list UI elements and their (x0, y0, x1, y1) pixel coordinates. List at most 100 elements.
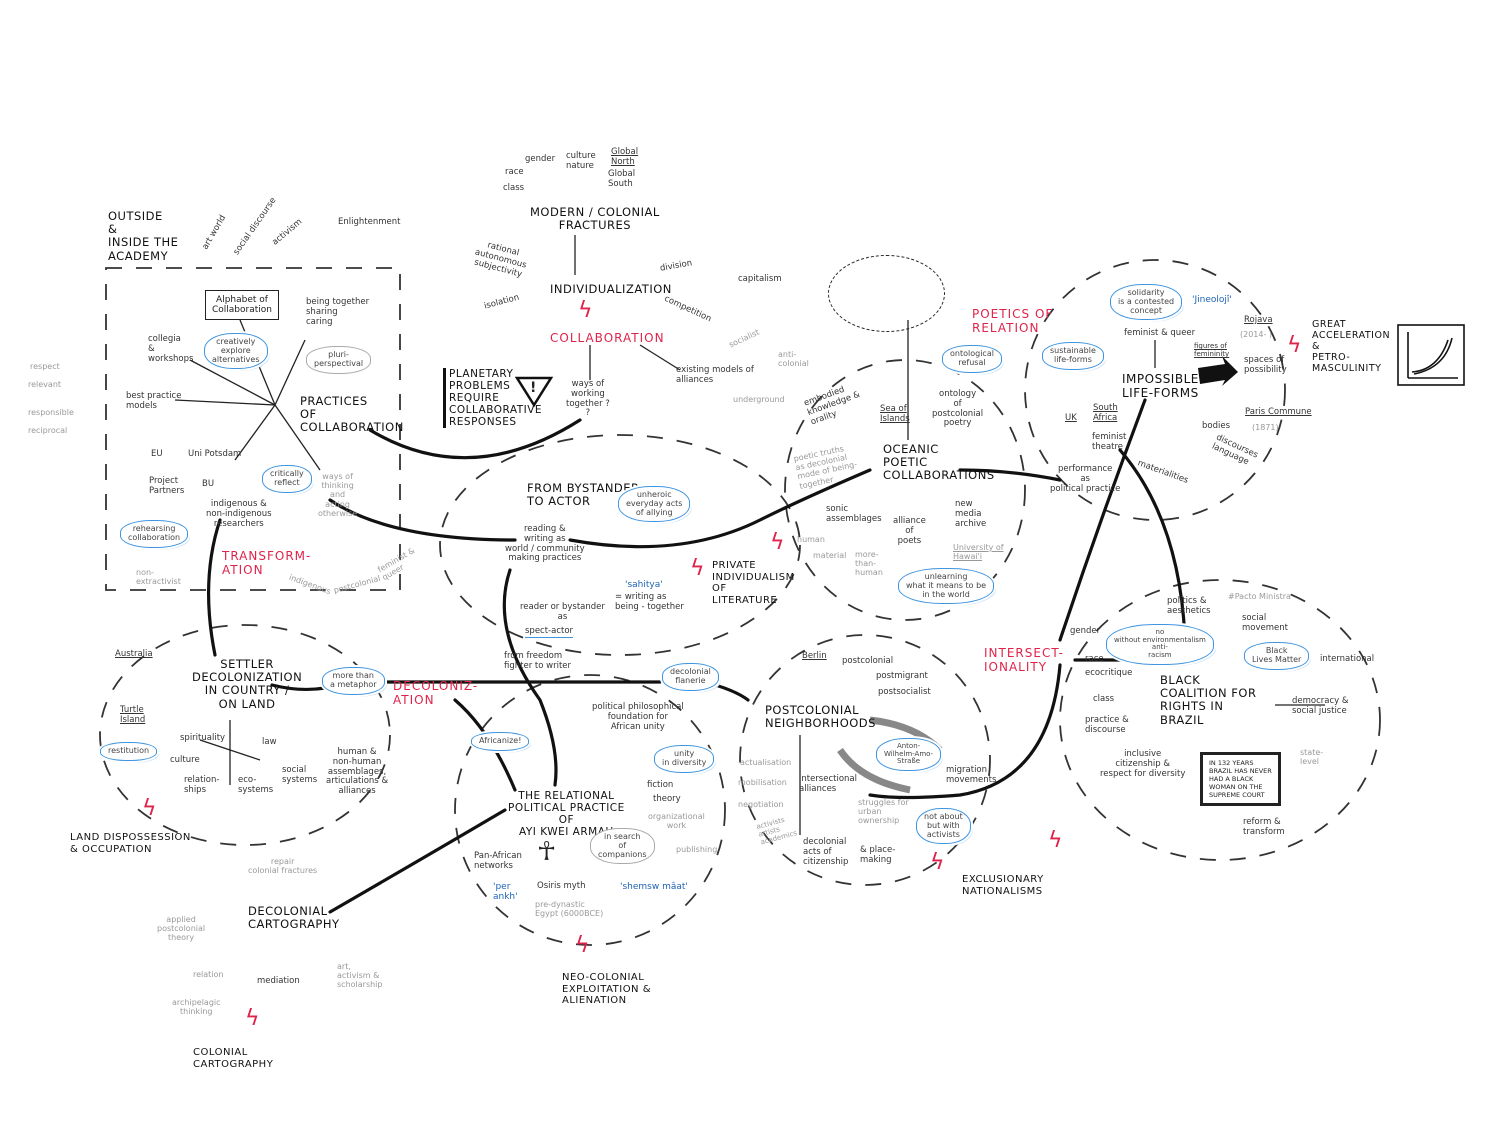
label-theory: theory (653, 794, 681, 804)
label-bu: BU (202, 479, 215, 489)
islands-constellation-icon (828, 255, 945, 332)
label-paris-commune: Paris Commune (1245, 407, 1312, 417)
label-non-extractivist: non- extractivist (136, 568, 181, 587)
connector-practices-settler (206, 518, 222, 657)
label-best-practice: best practice models (126, 391, 182, 411)
neighborhoods-title: Postcolonial neighborhoods (765, 703, 876, 731)
warning-triangle-icon (514, 376, 554, 408)
label-politics-aesthetics: politics & aesthetics (1167, 596, 1211, 616)
sahitya-definition: = writing as being - together (615, 592, 684, 612)
label-migration: migration movements (946, 765, 997, 785)
decolonization-red: Decoloniz- ation (393, 679, 479, 707)
lightning-icon: ϟ (930, 850, 945, 875)
lightning-icon: ϟ (690, 556, 705, 581)
settler-dashed-ellipse (99, 624, 391, 846)
neo-colonial: Neo-colonial exploitation & alienation (562, 972, 652, 1006)
label-ecosystems: eco- systems (238, 775, 274, 795)
label-turtle-island: Turtle Island (120, 705, 146, 725)
label-per-ankh: 'per ankh' (493, 882, 518, 903)
connector-practices-reading (328, 498, 517, 542)
cloud-rehearsing: rehearsing collaboration (120, 520, 189, 548)
cloud-sustainable: sustainable life-forms (1042, 342, 1104, 370)
armah-dashed-ellipse (454, 674, 726, 946)
label-culture: culture (170, 755, 200, 765)
impossible-title: Impossible life-forms (1122, 372, 1199, 400)
cloud-unlearning: unlearning what it means to be in the wo… (898, 568, 995, 605)
label-material: material (813, 551, 847, 560)
label-capitalism: capitalism (738, 274, 782, 284)
label-reform-transform: reform & transform (1243, 817, 1285, 837)
label-place-making: & place- making (860, 845, 896, 865)
connector-settler-decolonization (270, 683, 327, 692)
label-spaces-possibility: spaces of possibility (1244, 355, 1287, 375)
cloud-restitution: restitution (100, 742, 158, 761)
land-dispossession: Land dispossession & occupation (70, 832, 191, 855)
oceanic-title: Oceanic poetic collaborations (883, 442, 995, 483)
fractures-title: Modern / colonial fractures (530, 205, 660, 233)
cloud-anti-racism: no without environmentalism anti- racism (1106, 624, 1214, 665)
label-social-systems: social systems (282, 765, 318, 785)
axis-culture-nature: culture nature (566, 151, 596, 171)
intersectionality-red: Intersect- ionality (984, 646, 1064, 674)
label-uni-potsdam: Uni Potsdam (188, 449, 242, 459)
label-being-together: being together sharing caring (306, 297, 370, 327)
cartography-title: Decolonial cartography (248, 904, 340, 932)
cloud-africanize: Africanize! (471, 732, 530, 751)
label-mediation: mediation (257, 976, 300, 986)
label-human: human (797, 535, 825, 544)
cloud-critically-reflect: critically reflect (262, 465, 312, 493)
lightning-icon: ϟ (245, 1006, 260, 1031)
connector-impossible-intersectionality (1058, 398, 1147, 642)
label-art-activism: art, activism & scholarship (337, 962, 383, 990)
label-eu: EU (151, 449, 163, 459)
label-relation: relation (193, 970, 224, 979)
bystander-dashed-ellipse (439, 434, 801, 656)
label-urban-ownership: struggles for urban ownership (858, 798, 909, 826)
label-publishing: publishing (676, 845, 718, 854)
label-more-than-human: more- than- human (855, 550, 883, 578)
ways-of-working: ways of working together ? ? (566, 379, 610, 419)
axis-class: class (503, 183, 525, 193)
label-berlin: Berlin (802, 651, 827, 661)
acceleration-graph (1397, 324, 1465, 386)
label-uk: UK (1065, 413, 1077, 423)
label-repair-fractures: repair colonial fractures (248, 857, 318, 876)
label-osiris: Osiris myth (537, 881, 586, 891)
impossible-dashed-ellipse (1024, 259, 1286, 521)
lightning-icon: ϟ (1287, 333, 1302, 358)
axis-race: race (505, 167, 524, 177)
model-anti-colonial: anti- colonial (778, 350, 809, 369)
private-individualism: Private individualism of literature (712, 560, 795, 606)
lightning-icon: ϟ (1048, 828, 1063, 853)
arrow-figures-to-possibility (1198, 356, 1238, 386)
label-postmigrant: postmigrant (876, 671, 928, 681)
label-ecocritique: ecocritique (1085, 668, 1133, 678)
label-performance: performance as political practice (1050, 464, 1121, 494)
label-social-movement: social movement (1242, 613, 1288, 633)
label-rojava-year: (2014- ) (1240, 330, 1273, 339)
academy-title: Outside & Inside the Academy (108, 209, 179, 263)
label-actualisation: actualisation (740, 758, 792, 767)
label-intersectional-alliances: intersectional alliances (799, 774, 857, 794)
label-feminist-theatre: feminist theatre (1092, 432, 1127, 452)
label-class: class (1093, 694, 1115, 704)
label-shemsw-maat: 'shemsw mâat' (620, 882, 688, 892)
label-alliance-of-poets: alliance of poets (893, 516, 926, 546)
label-practice-discourse: practice & discourse (1085, 715, 1129, 735)
label-race: race (1085, 654, 1104, 664)
label-assemblages: human & non-human assemblages, articulat… (326, 747, 389, 797)
academy-dashed-frame (105, 267, 401, 591)
label-inclusive-citizenship: inclusive citizenship & respect for dive… (1100, 749, 1186, 779)
label-sonic: sonic assemblages (826, 504, 882, 524)
cloud-ontological-refusal: ontological refusal (942, 345, 1002, 373)
value-relevant: relevant (28, 380, 62, 389)
label-postsocialist: postsocialist (878, 687, 931, 697)
lightning-icon: ϟ (770, 530, 785, 555)
label-applied-theory: applied postcolonial theory (157, 915, 206, 943)
lightning-icon: ϟ (578, 298, 593, 323)
axis-global-north: Global North (611, 147, 639, 167)
label-gender: gender (1070, 626, 1101, 636)
label-law: law (262, 737, 277, 747)
label-state-level: state- level (1300, 748, 1324, 767)
